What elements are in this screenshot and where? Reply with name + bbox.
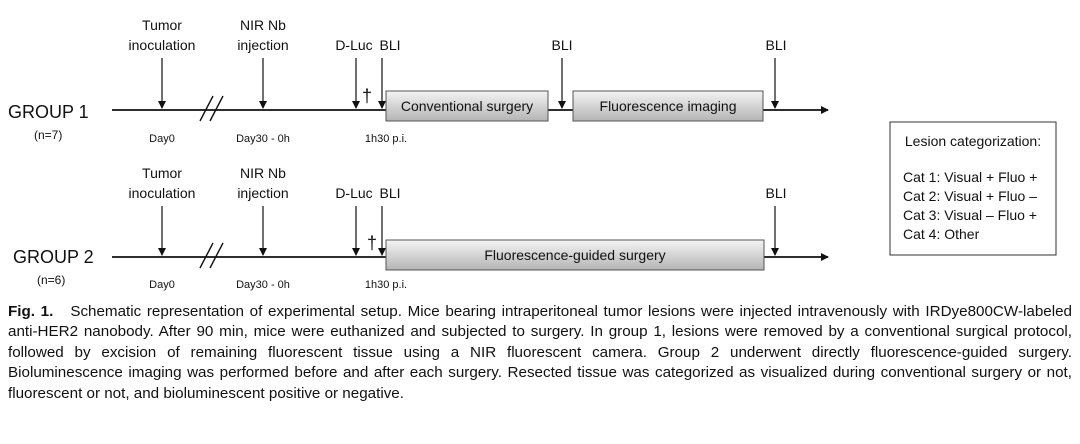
group-2-label: GROUP 2: [13, 247, 94, 267]
legend-item-cat3: Cat 3: Visual – Fluo +: [903, 207, 1037, 223]
group-1-bli-2-label: BLI: [551, 37, 572, 53]
group-2-fluorescence-guided-surgery-box: [385, 239, 765, 271]
group-1-fluorescence-imaging-label: Fluorescence imaging: [600, 98, 737, 114]
group-1-tumor-label-line2: inoculation: [129, 37, 196, 53]
group-1-day0-label: Day0: [149, 133, 175, 145]
group-2-bli-2-label: BLI: [765, 185, 786, 201]
figure-caption: Fig. 1. Schematic representation of expe…: [8, 302, 1072, 404]
group-2-bli-1-label: BLI: [379, 185, 400, 201]
group-1-nir-label-line2: injection: [237, 37, 288, 53]
group-2-dagger: †: [367, 233, 377, 253]
legend-item-cat1: Cat 1: Visual + Fluo +: [903, 169, 1037, 185]
group-1-day30-label: Day30 - 0h: [236, 133, 290, 145]
legend-item-cat4: Cat 4: Other: [903, 226, 980, 242]
legend-item-cat2: Cat 2: Visual + Fluo –: [903, 188, 1037, 204]
group-2-dluc-label: D-Luc: [335, 185, 372, 201]
group-2-break-mark-a: [199, 242, 214, 269]
group-1-fluorescence-imaging-box: [572, 90, 764, 122]
group-1-dluc-label: D-Luc: [335, 37, 372, 53]
group-1-n: (n=7): [34, 128, 62, 142]
group-2: GROUP 2 (n=6) Tumor inoculation NIR Nb i…: [13, 165, 829, 291]
group-1-pi-label: 1h30 p.i.: [365, 133, 407, 145]
group-1-bli-1-label: BLI: [379, 37, 400, 53]
group-1: GROUP 1 (n=7) Tumor inoculation NIR Nb i…: [8, 17, 829, 145]
group-2-tumor-label-line1: Tumor: [142, 165, 182, 181]
group-1-nir-label-line1: NIR Nb: [240, 17, 286, 33]
group-2-nir-label-line2: injection: [237, 185, 288, 201]
group-2-tumor-label-line2: inoculation: [129, 185, 196, 201]
group-2-day30-label: Day30 - 0h: [236, 279, 290, 291]
group-1-tumor-label-line1: Tumor: [142, 17, 182, 33]
group-2-n: (n=6): [37, 273, 65, 287]
group-1-dagger: †: [362, 86, 372, 106]
group-1-label: GROUP 1: [8, 102, 89, 122]
group-2-nir-label-line1: NIR Nb: [240, 165, 286, 181]
experimental-setup-diagram: GROUP 1 (n=7) Tumor inoculation NIR Nb i…: [8, 17, 1057, 291]
group-1-conventional-surgery-label: Conventional surgery: [401, 98, 533, 114]
figure-label: Fig. 1.: [8, 303, 54, 320]
group-1-break-mark-a: [199, 95, 214, 122]
caption-text: Schematic representation of experimental…: [8, 303, 1072, 402]
lesion-categorization-legend: Lesion categorization: Cat 1: Visual + F…: [889, 121, 1057, 256]
group-1-break-mark-b: [209, 95, 224, 122]
legend-box: [889, 121, 1057, 256]
group-1-bli-3-label: BLI: [765, 37, 786, 53]
group-1-conventional-surgery-box: [385, 90, 549, 122]
group-2-day0-label: Day0: [149, 279, 175, 291]
group-2-fluorescence-guided-surgery-label: Fluorescence-guided surgery: [484, 247, 665, 263]
group-2-break-mark-b: [209, 242, 224, 269]
legend-title: Lesion categorization:: [905, 133, 1041, 149]
group-2-pi-label: 1h30 p.i.: [365, 279, 407, 291]
